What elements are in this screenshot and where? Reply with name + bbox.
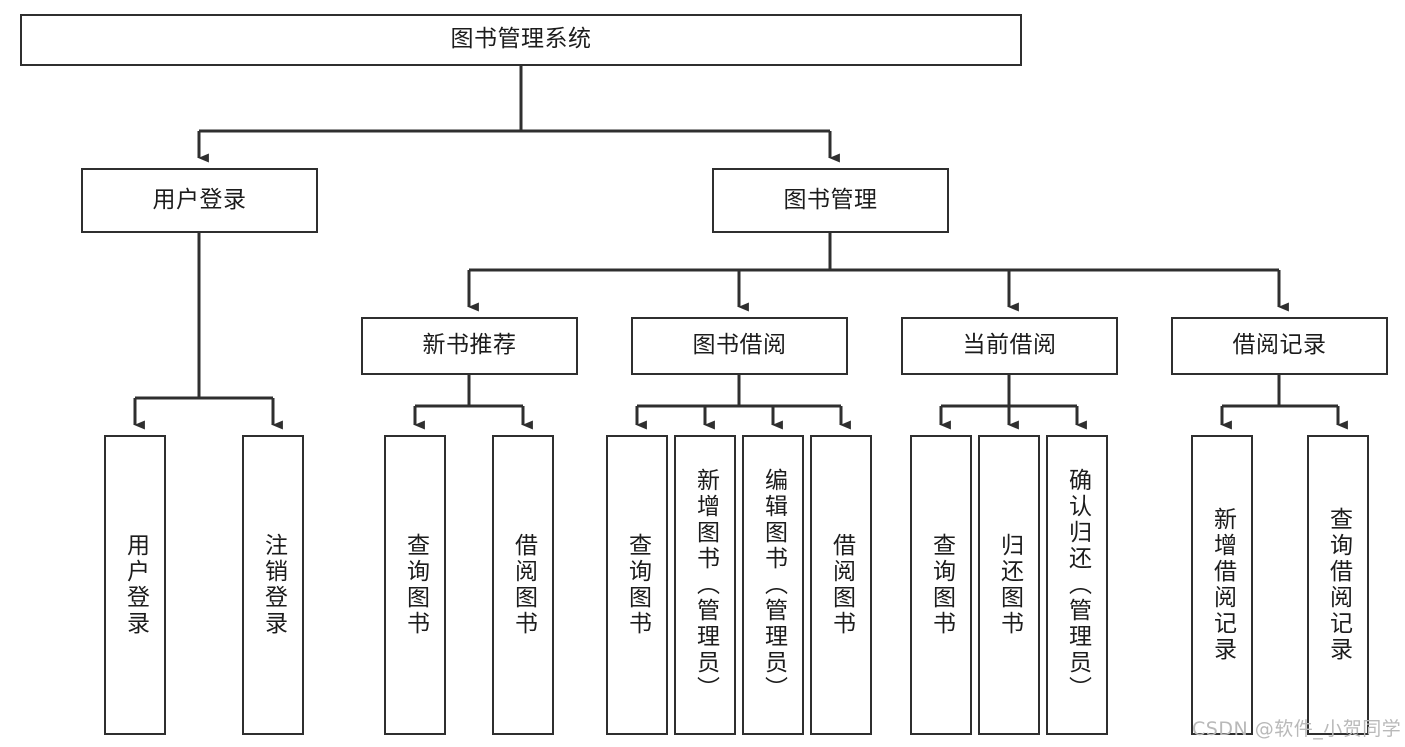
node-label: 编辑图书（管理员） xyxy=(760,468,787,702)
node-label: 借阅记录 xyxy=(1232,332,1327,359)
node-label: 用户登录 xyxy=(122,533,149,637)
node-label: 图书管理系统 xyxy=(450,26,592,53)
node-label: 用户登录 xyxy=(152,186,247,213)
node-label: 注销登录 xyxy=(260,533,287,637)
node-label: 借阅图书 xyxy=(510,533,537,637)
node-borrowing-records[interactable]: 借阅记录 xyxy=(1171,317,1388,375)
leaf-query-book-rec[interactable]: 查询图书 xyxy=(384,435,446,735)
leaf-query-borrow-record[interactable]: 查询借阅记录 xyxy=(1307,435,1369,735)
node-label: 归还图书 xyxy=(996,533,1023,637)
node-book-management[interactable]: 图书管理 xyxy=(712,168,949,233)
csdn-watermark: CSDN @软件_小贺同学 xyxy=(1192,718,1402,740)
leaf-borrow-book[interactable]: 借阅图书 xyxy=(810,435,872,735)
leaf-add-borrow-record[interactable]: 新增借阅记录 xyxy=(1191,435,1253,735)
node-label: 新增图书（管理员） xyxy=(692,468,719,702)
leaf-query-book-borrow[interactable]: 查询图书 xyxy=(606,435,668,735)
leaf-return-book[interactable]: 归还图书 xyxy=(978,435,1040,735)
node-label: 新增借阅记录 xyxy=(1209,507,1236,663)
node-label: 图书借阅 xyxy=(692,332,787,359)
node-label: 查询图书 xyxy=(402,533,429,637)
node-label: 查询图书 xyxy=(624,533,651,637)
node-current-borrowing[interactable]: 当前借阅 xyxy=(901,317,1118,375)
node-label: 查询图书 xyxy=(928,533,955,637)
node-new-book-recommendation[interactable]: 新书推荐 xyxy=(361,317,578,375)
node-label: 借阅图书 xyxy=(828,533,855,637)
node-label: 确认归还（管理员） xyxy=(1064,468,1091,702)
node-label: 查询借阅记录 xyxy=(1325,507,1352,663)
node-user-login[interactable]: 用户登录 xyxy=(81,168,318,233)
leaf-logout[interactable]: 注销登录 xyxy=(242,435,304,735)
leaf-borrow-book-rec[interactable]: 借阅图书 xyxy=(492,435,554,735)
leaf-edit-book-admin[interactable]: 编辑图书（管理员） xyxy=(742,435,804,735)
node-label: 新书推荐 xyxy=(422,332,517,359)
node-book-management-system[interactable]: 图书管理系统 xyxy=(20,14,1022,66)
node-label: 当前借阅 xyxy=(962,332,1057,359)
leaf-user-login[interactable]: 用户登录 xyxy=(104,435,166,735)
leaf-confirm-return-admin[interactable]: 确认归还（管理员） xyxy=(1046,435,1108,735)
leaf-add-book-admin[interactable]: 新增图书（管理员） xyxy=(674,435,736,735)
node-label: 图书管理 xyxy=(783,186,878,213)
leaf-query-book-current[interactable]: 查询图书 xyxy=(910,435,972,735)
node-book-borrowing[interactable]: 图书借阅 xyxy=(631,317,848,375)
